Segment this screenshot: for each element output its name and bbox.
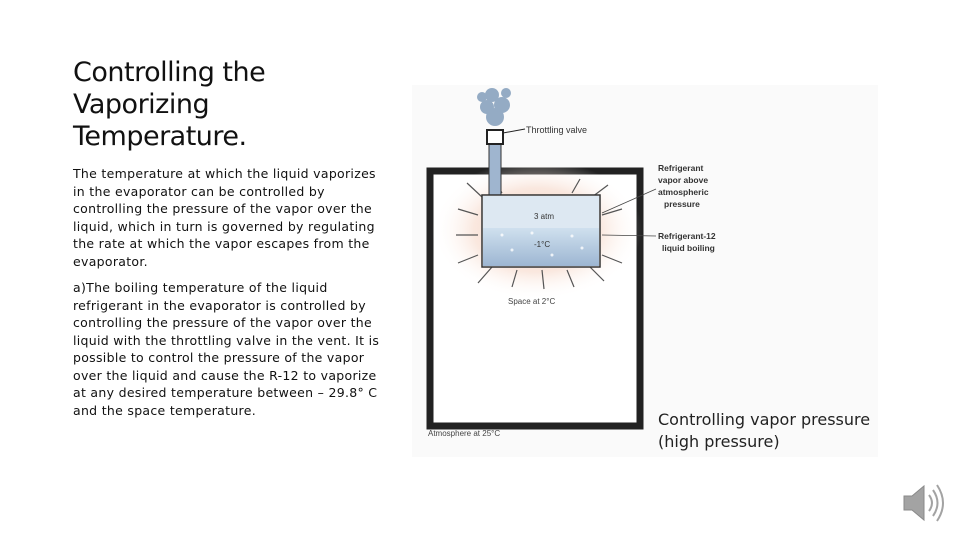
vapor-label-line: pressure: [664, 199, 700, 209]
vapor-plume: [477, 88, 511, 126]
paragraph-vaporizing: The temperature at which the liquid vapo…: [73, 166, 376, 269]
throttling-valve-label: Throttling valve: [526, 125, 587, 135]
slide-title-line: Controlling the: [73, 57, 266, 88]
pressure-label: 3 atm: [534, 212, 554, 221]
atmosphere-label: Atmosphere at 25°C: [428, 429, 500, 438]
paragraph-boiling-control: a)The boiling temperature of the liquid …: [73, 280, 380, 418]
vapor-label-line: atmospheric: [658, 187, 709, 197]
space-label: Space at 2°C: [508, 297, 555, 306]
caption-line: Controlling vapor pressure: [658, 410, 870, 429]
vapor-label-line: Refrigerant: [658, 163, 704, 173]
vapor-space: [483, 196, 599, 228]
throttling-valve: [486, 129, 504, 145]
slide-title: Controlling the Vaporizing Temperature.: [73, 57, 373, 153]
speaker-icon[interactable]: [898, 478, 948, 528]
liquid-label-line: liquid boiling: [662, 243, 715, 253]
evaporator-diagram: 3 atm -1°C Throttling valve Refrigerant …: [412, 85, 878, 457]
caption-line: (high pressure): [658, 432, 780, 451]
liquid-label-line: Refrigerant-12: [658, 231, 716, 241]
slide-title-line: Temperature.: [73, 121, 247, 152]
liquid-temp-label: -1°C: [534, 240, 550, 249]
slide-title-line: Vaporizing: [73, 89, 210, 120]
vapor-label-line: vapor above: [658, 175, 708, 185]
vent-pipe: [488, 139, 502, 197]
